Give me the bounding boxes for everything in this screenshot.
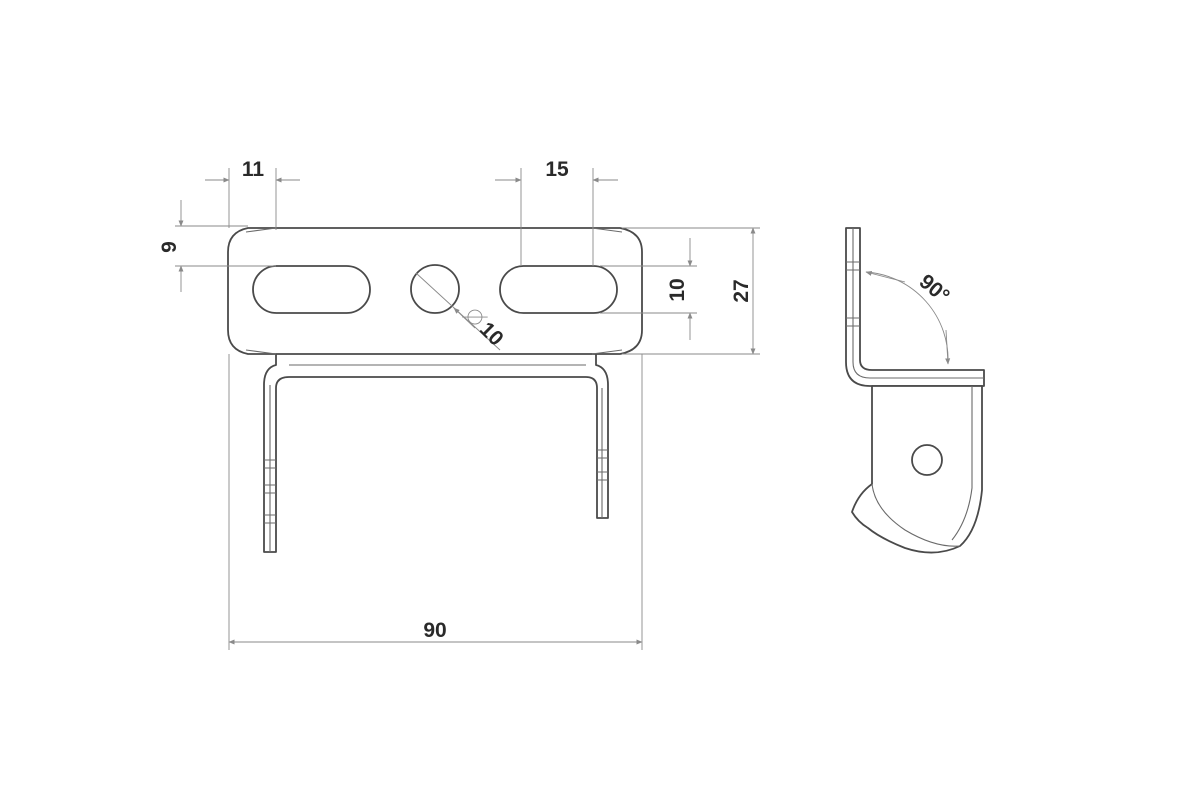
dim-bend-angle-label: 90° (915, 270, 954, 308)
center-hole (410, 264, 460, 314)
right-slot (499, 265, 618, 314)
dim-total-width-label: 90 (423, 619, 446, 642)
dim-total-height-label: 27 (730, 279, 753, 302)
dim-top-offset-label: 9 (158, 241, 181, 253)
side-lower-body (851, 385, 983, 554)
diameter-symbol-icon (467, 309, 483, 325)
front-view (227, 227, 643, 553)
angle-dimension (865, 270, 951, 365)
dim-slot-height-label: 10 (666, 278, 689, 301)
bracket-legs (263, 354, 609, 553)
dimension-lines (175, 168, 760, 650)
dim-slot-spacing-label: 15 (545, 158, 569, 181)
side-hole (911, 444, 943, 476)
left-slot (252, 265, 371, 314)
side-view (845, 227, 985, 554)
dim-slot-width-label: 11 (242, 158, 265, 181)
